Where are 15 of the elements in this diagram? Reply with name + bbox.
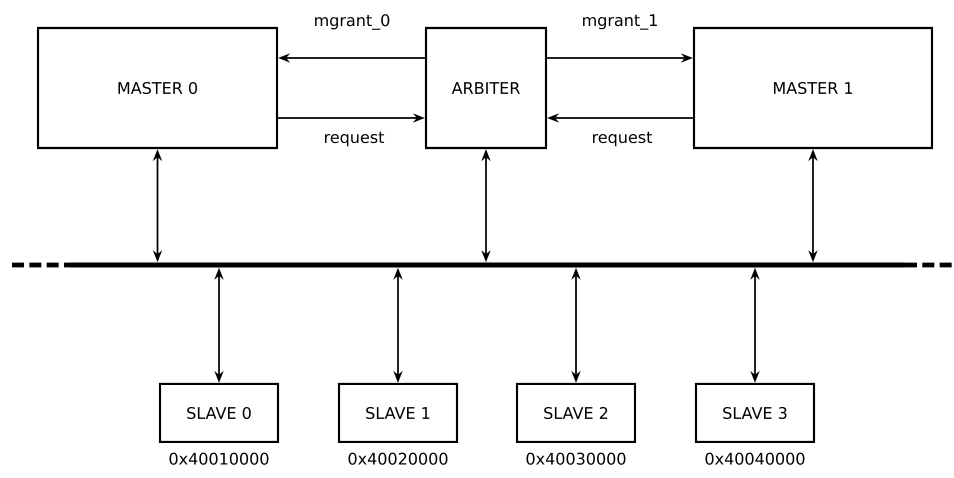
edge-label: request	[322, 130, 386, 148]
address-label: 0x40010000	[170, 452, 268, 465]
address-label: 0x40020000	[348, 452, 448, 465]
block-box: MASTER 1	[692, 26, 934, 150]
block-box: MASTER 0	[36, 26, 278, 150]
edge-label: mgrant_0	[312, 12, 392, 32]
block-box: SLAVE 0	[158, 382, 280, 444]
block-box: ARBITER	[424, 26, 548, 150]
address-label: 0x40040000	[706, 452, 804, 465]
block-box: SLAVE 1	[338, 382, 458, 444]
edge-label: request	[590, 130, 654, 148]
block-box: SLAVE 2	[516, 382, 636, 444]
address-label: 0x40030000	[526, 452, 626, 465]
block-box: SLAVE 3	[694, 382, 816, 444]
edge-label: mgrant_1	[580, 12, 660, 32]
